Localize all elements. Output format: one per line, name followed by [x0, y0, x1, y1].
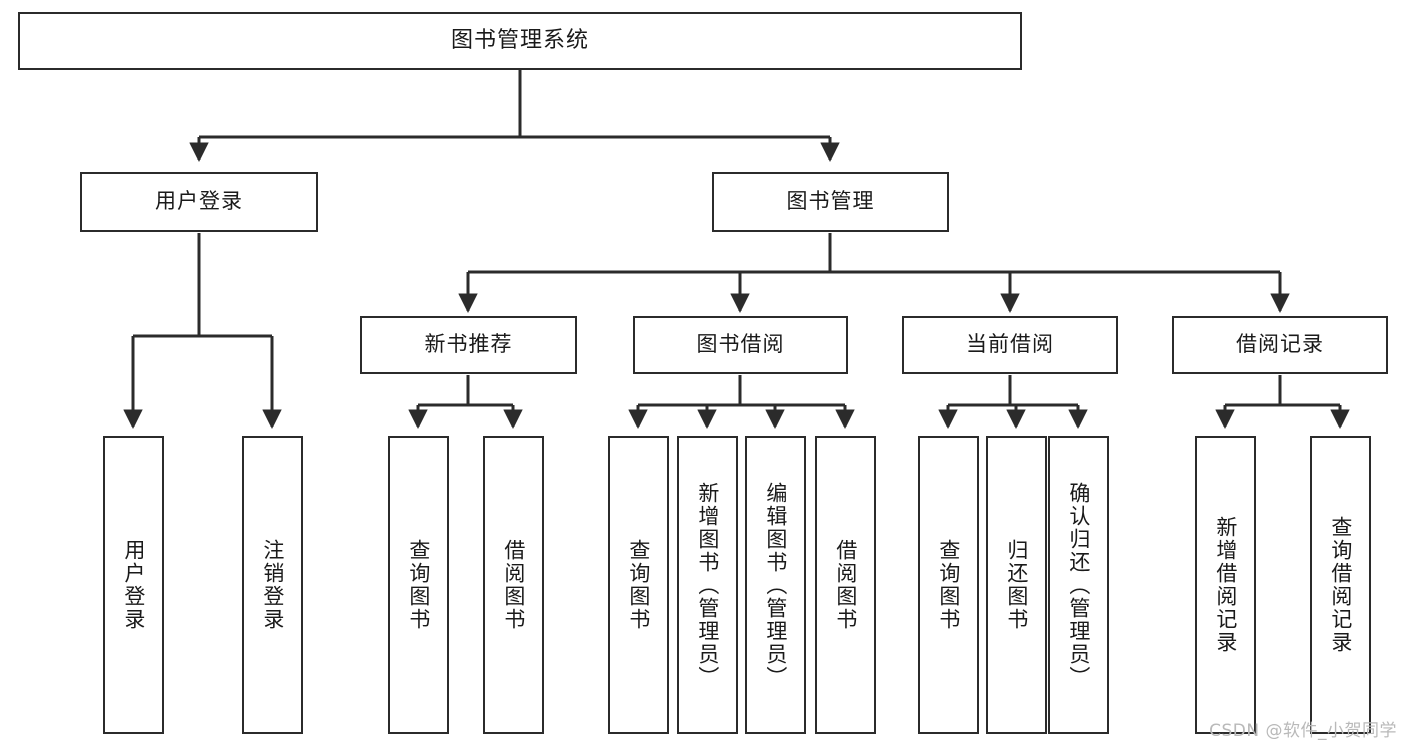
node-leaf-query-book-3[interactable]: 查询图书: [918, 436, 979, 734]
node-leaf-query-record-label: 查询借阅记录: [1328, 516, 1353, 654]
node-leaf-query-record[interactable]: 查询借阅记录: [1310, 436, 1371, 734]
node-leaf-query-book-3-label: 查询图书: [936, 539, 961, 631]
node-leaf-return-book-label: 归还图书: [1004, 539, 1029, 631]
node-leaf-edit-book-label: 编辑图书（管理员）: [763, 481, 788, 689]
node-leaf-logout[interactable]: 注销登录: [242, 436, 303, 734]
node-leaf-borrow-book-2-label: 借阅图书: [833, 539, 858, 631]
node-leaf-return-book[interactable]: 归还图书: [986, 436, 1047, 734]
node-new-book-recommend-label: 新书推荐: [424, 332, 513, 357]
node-leaf-query-book-2[interactable]: 查询图书: [608, 436, 669, 734]
node-leaf-borrow-book-2[interactable]: 借阅图书: [815, 436, 876, 734]
node-borrow-record-label: 借阅记录: [1236, 332, 1324, 357]
node-user-login[interactable]: 用户登录: [80, 172, 318, 232]
node-leaf-confirm-return[interactable]: 确认归还（管理员）: [1048, 436, 1109, 734]
node-leaf-query-book-1[interactable]: 查询图书: [388, 436, 449, 734]
node-book-borrow-label: 图书借阅: [696, 332, 785, 357]
node-book-borrow[interactable]: 图书借阅: [633, 316, 848, 374]
node-book-manage-label: 图书管理: [786, 189, 875, 214]
node-borrow-record[interactable]: 借阅记录: [1172, 316, 1388, 374]
node-leaf-add-record[interactable]: 新增借阅记录: [1195, 436, 1256, 734]
node-root[interactable]: 图书管理系统: [18, 12, 1022, 70]
node-leaf-query-book-1-label: 查询图书: [406, 539, 431, 631]
node-leaf-borrow-book-1-label: 借阅图书: [501, 539, 526, 631]
node-leaf-confirm-return-label: 确认归还（管理员）: [1066, 481, 1091, 689]
node-leaf-add-book[interactable]: 新增图书（管理员）: [677, 436, 738, 734]
node-current-borrow-label: 当前借阅: [966, 332, 1054, 357]
node-book-manage[interactable]: 图书管理: [712, 172, 949, 232]
node-leaf-add-record-label: 新增借阅记录: [1213, 516, 1238, 654]
watermark: CSDN @软件_小贺同学: [1209, 721, 1397, 741]
node-user-login-label: 用户登录: [155, 189, 243, 214]
node-leaf-logout-label: 注销登录: [260, 539, 285, 631]
node-current-borrow[interactable]: 当前借阅: [902, 316, 1118, 374]
node-new-book-recommend[interactable]: 新书推荐: [360, 316, 577, 374]
node-leaf-query-book-2-label: 查询图书: [626, 539, 651, 631]
node-leaf-edit-book[interactable]: 编辑图书（管理员）: [745, 436, 806, 734]
node-leaf-add-book-label: 新增图书（管理员）: [695, 481, 720, 689]
node-leaf-user-login-label: 用户登录: [121, 539, 146, 631]
node-root-label: 图书管理系统: [450, 27, 589, 53]
node-leaf-user-login[interactable]: 用户登录: [103, 436, 164, 734]
node-leaf-borrow-book-1[interactable]: 借阅图书: [483, 436, 544, 734]
